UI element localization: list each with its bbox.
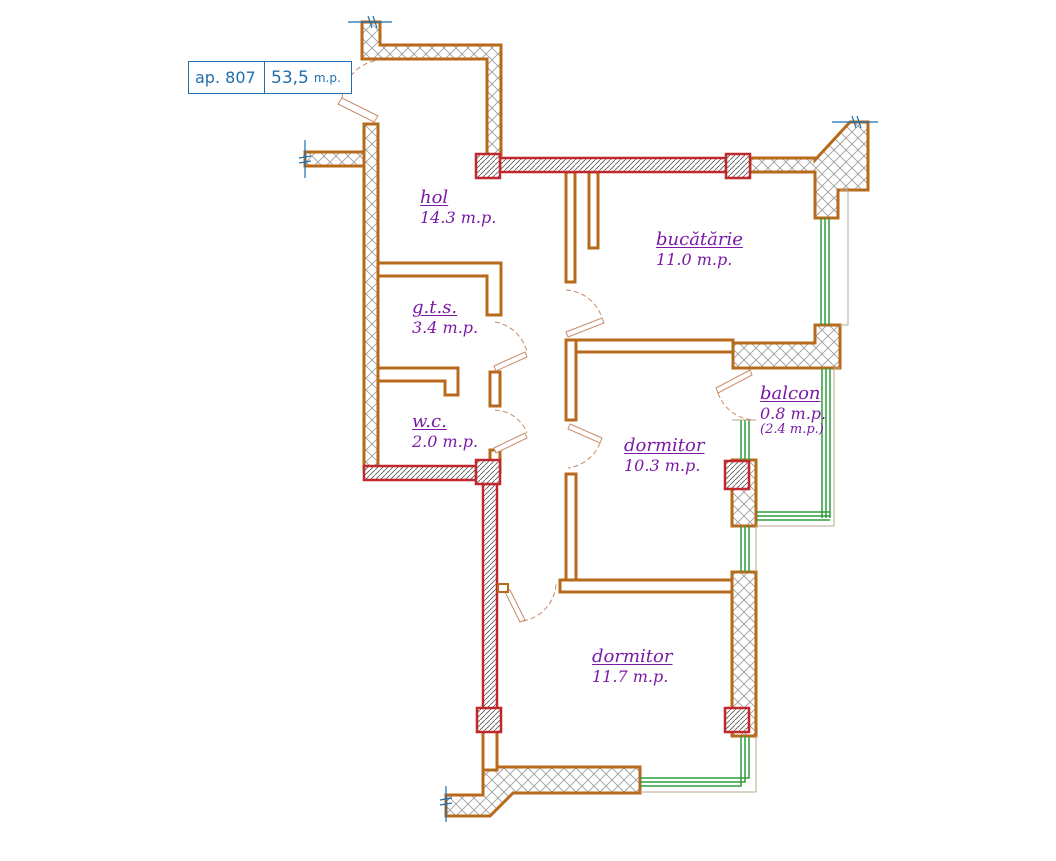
partition-gts-top bbox=[376, 261, 503, 317]
column bbox=[724, 152, 752, 180]
window-kitchen bbox=[820, 218, 830, 325]
apartment-area-value: 53,5 bbox=[271, 67, 309, 88]
door-bedroom1 bbox=[567, 423, 603, 444]
room-label-dormitor-2: dormitor 11.7 m.p. bbox=[592, 646, 673, 686]
room-label-wc: w.c. 2.0 m.p. bbox=[412, 411, 479, 451]
window-bedroom2 bbox=[640, 736, 750, 787]
room-area: 11.7 m.p. bbox=[592, 666, 669, 686]
partition-bed1-bed2 bbox=[558, 578, 734, 594]
break-marks bbox=[298, 15, 878, 822]
room-name: hol bbox=[420, 187, 449, 208]
column bbox=[474, 152, 502, 180]
partition-hall-kitchen-2 bbox=[587, 170, 600, 250]
partition-hall-bed1 bbox=[564, 338, 578, 422]
doors bbox=[337, 59, 757, 623]
room-name: bucătărie bbox=[656, 229, 743, 250]
room-area-total: (2.4 m.p.) bbox=[760, 422, 824, 438]
room-label-gts: g.t.s. 3.4 m.p. bbox=[412, 297, 479, 337]
room-area: 2.0 m.p. bbox=[412, 431, 479, 451]
beam-hall-bottom bbox=[362, 464, 478, 482]
wall-top-left bbox=[360, 20, 503, 157]
partition-hall-bed1-lower bbox=[564, 472, 578, 592]
window-sills bbox=[640, 189, 849, 793]
column bbox=[723, 459, 751, 491]
door-bedroom2 bbox=[504, 589, 526, 623]
room-label-hol: hol 14.3 m.p. bbox=[420, 187, 497, 227]
room-name: dormitor bbox=[592, 646, 673, 667]
window-bedroom1-lower bbox=[740, 526, 750, 572]
column bbox=[723, 706, 751, 734]
room-name: balcon bbox=[760, 383, 821, 404]
window-bedroom1 bbox=[740, 420, 750, 460]
apartment-number: ap. 807 bbox=[189, 62, 265, 93]
door-wc bbox=[493, 432, 528, 454]
partition-gts-wc bbox=[376, 366, 460, 397]
beam-top bbox=[498, 156, 728, 174]
partition-hall-kitchen-1 bbox=[564, 170, 577, 284]
window-balcony-bottom bbox=[756, 511, 830, 521]
wall-right-mid bbox=[731, 323, 842, 370]
door-gts bbox=[493, 351, 528, 372]
column bbox=[475, 706, 503, 734]
apartment-area-unit: m.p. bbox=[313, 70, 341, 85]
partition-wc-right bbox=[488, 370, 502, 408]
window-balcony-side bbox=[821, 368, 831, 518]
room-label-bucatarie: bucătărie 11.0 m.p. bbox=[656, 229, 743, 269]
columns bbox=[474, 152, 752, 734]
wall-left-main bbox=[362, 122, 380, 472]
door-entrance bbox=[337, 97, 379, 123]
partition-kitchen-bed1 bbox=[564, 338, 735, 354]
wall-top-right bbox=[748, 120, 870, 220]
door-kitchen bbox=[565, 317, 605, 338]
column bbox=[474, 458, 502, 486]
windows bbox=[640, 218, 831, 787]
room-area: 3.4 m.p. bbox=[412, 317, 479, 337]
room-name: w.c. bbox=[412, 411, 447, 432]
room-label-balcon: balcon 0.8 m.p. (2.4 m.p.) bbox=[760, 383, 827, 438]
wall-bottom bbox=[444, 765, 642, 818]
wall-bedroom2-left-bottom bbox=[481, 728, 499, 772]
room-name: g.t.s. bbox=[412, 297, 458, 318]
door-balcony bbox=[715, 369, 753, 394]
apartment-area: 53,5 m.p. bbox=[265, 62, 351, 93]
room-area: 14.3 m.p. bbox=[420, 207, 497, 227]
beam-bedroom2-left bbox=[481, 482, 499, 712]
structural-walls bbox=[362, 156, 728, 712]
room-area: 0.8 m.p. bbox=[760, 403, 827, 423]
room-area: 11.0 m.p. bbox=[656, 249, 733, 269]
room-name: dormitor bbox=[624, 435, 705, 456]
room-area: 10.3 m.p. bbox=[624, 455, 701, 475]
room-label-dormitor-1: dormitor 10.3 m.p. bbox=[624, 435, 705, 475]
apartment-info-box: ap. 807 53,5 m.p. bbox=[188, 61, 352, 94]
